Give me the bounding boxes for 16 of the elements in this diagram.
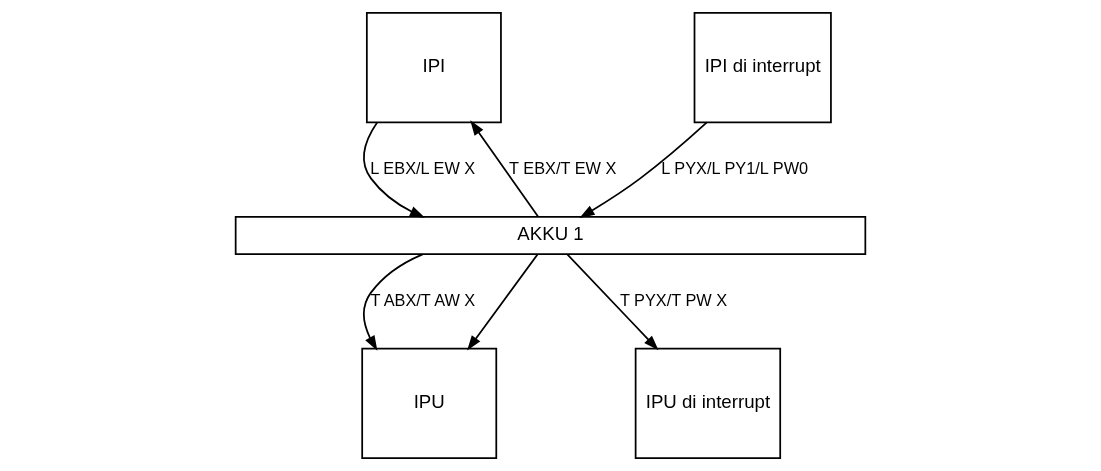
node-box: AKKU 1 (234, 215, 867, 256)
edge-label: L EBX/L EW X (370, 158, 476, 177)
node-box: IPI (365, 11, 502, 124)
arrow (467, 253, 539, 351)
arrow (362, 253, 424, 351)
node-box: IPU (361, 347, 498, 460)
edge-label: T PYX/T PW X (619, 290, 728, 309)
arrow (470, 120, 539, 218)
edge-label: T EBX/T EW X (509, 158, 617, 177)
arrow (579, 121, 708, 219)
arrow (566, 253, 659, 351)
arrow (363, 121, 425, 218)
node-box: IPU di interrupt (634, 347, 782, 460)
node-box: IPI di interrupt (693, 11, 832, 124)
edge-label: L PYX/L PY1/L PW0 (661, 158, 809, 177)
edge-label: T ABX/T AW X (370, 290, 476, 309)
